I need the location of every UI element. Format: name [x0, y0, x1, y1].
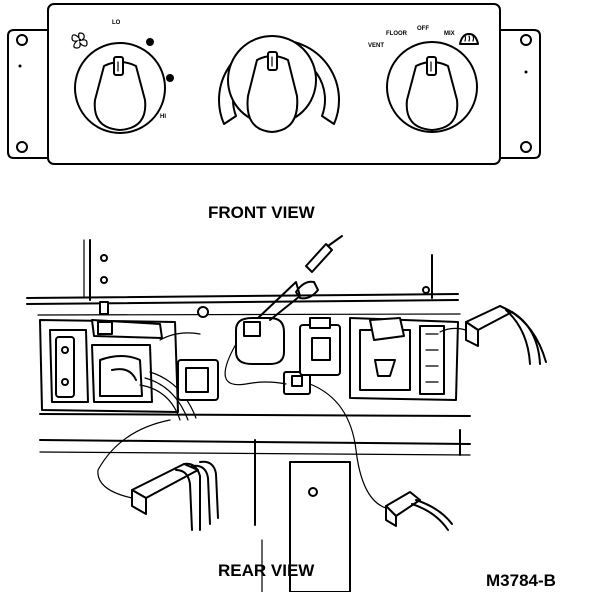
blower-knob: [74, 42, 166, 134]
ear-screw-tr: [520, 34, 532, 46]
rear-view-assembly: [26, 235, 547, 592]
detached-connector-right: [439, 305, 547, 365]
left-mounting-ear: [7, 29, 51, 159]
mode-label-floor: FLOOR: [386, 31, 408, 37]
ear-screw-br: [520, 141, 532, 153]
mode-label-vent: VENT: [368, 43, 384, 49]
rear-view-label: REAR VIEW: [218, 561, 315, 580]
front-view-label: FRONT VIEW: [208, 203, 316, 222]
blower-label-hi: HI: [160, 114, 166, 120]
mode-label-off: OFF: [417, 26, 429, 32]
fan-icon: [71, 32, 88, 49]
detached-connector-lower-left: [97, 419, 219, 531]
blower-label-lo: LO: [112, 20, 121, 26]
mode-label-mix: MIX: [444, 31, 455, 37]
detached-connector-lower-right: [309, 383, 453, 531]
rear-center-connectors: [177, 235, 343, 401]
figure-id: M3784-B: [486, 571, 556, 590]
lower-pedestal: [261, 461, 351, 592]
defrost-icon: [459, 33, 479, 45]
blower-dot-lower: [166, 74, 174, 82]
ear-screw-bl: [16, 141, 28, 153]
blower-dot-upper: [146, 38, 154, 46]
mode-knob: [386, 41, 478, 133]
temperature-knob: [218, 35, 340, 133]
front-view-panel: LO HI FLOOR OFF MIX VENT: [7, 3, 541, 165]
rear-right-housing: [349, 317, 459, 401]
right-mounting-ear: [497, 29, 541, 159]
rear-left-housing: [39, 301, 201, 421]
ear-screw-tl: [16, 34, 28, 46]
